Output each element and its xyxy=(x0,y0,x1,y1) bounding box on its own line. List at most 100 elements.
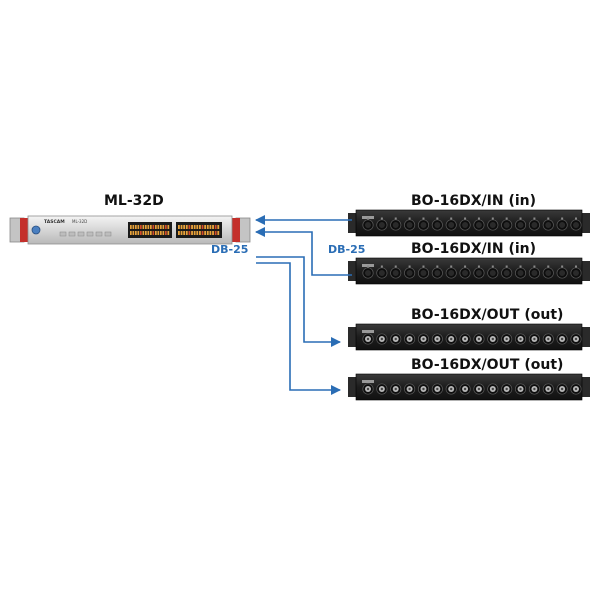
xlr-female-icon xyxy=(487,265,499,279)
arrow-main-to-breakout-4 xyxy=(256,262,341,395)
xlr-female-icon xyxy=(404,265,416,279)
meter-led xyxy=(206,225,209,229)
breakout-units xyxy=(348,209,590,401)
xlr-male-icon xyxy=(376,383,388,395)
xlr-female-icon xyxy=(390,265,402,279)
xlr-male-icon xyxy=(501,333,513,345)
rack-ear-left xyxy=(348,213,358,233)
xlr-male-icon xyxy=(556,333,568,345)
rack-ear-left xyxy=(348,261,358,281)
meter-led xyxy=(193,231,196,235)
xlr-male-icon xyxy=(542,333,554,345)
brand-plate xyxy=(362,380,374,383)
red-handle-right xyxy=(232,218,240,242)
xlr-female-icon xyxy=(459,265,471,279)
xlr-male-icon xyxy=(487,333,499,345)
xlr-female-icon xyxy=(362,265,374,279)
meter-led xyxy=(160,231,162,235)
meter-led xyxy=(142,231,145,235)
panel-button xyxy=(77,231,85,237)
xlr-female-icon xyxy=(528,217,540,231)
meter-led xyxy=(204,225,207,229)
xlr-female-icon xyxy=(417,217,430,231)
brand-logo: TASCAM xyxy=(44,219,65,225)
xlr-male-icon xyxy=(376,333,388,345)
red-handle-left xyxy=(20,218,28,242)
meter-led xyxy=(140,225,142,229)
rack-ear-left xyxy=(348,377,358,397)
meter-led xyxy=(204,231,207,235)
meter-led xyxy=(137,225,140,229)
breakout-unit-1 xyxy=(348,209,590,237)
meter-led xyxy=(178,225,180,229)
meter-led xyxy=(157,225,160,229)
xlr-male-icon xyxy=(528,333,540,345)
xlr-male-icon xyxy=(431,383,443,395)
xlr-male-icon xyxy=(501,383,513,395)
breakout-title-1: BO-16DX/IN (in) xyxy=(411,193,537,209)
xlr-male-icon xyxy=(390,333,402,345)
xlr-male-icon xyxy=(445,333,457,345)
meter-led xyxy=(167,225,170,229)
meter-led xyxy=(209,231,212,235)
panel-button xyxy=(68,231,76,237)
meter-led xyxy=(191,231,193,235)
xlr-male-icon xyxy=(570,333,582,345)
rack-ear-right xyxy=(580,377,590,397)
xlr-female-icon xyxy=(445,217,457,231)
xlr-female-icon xyxy=(376,217,388,231)
xlr-female-icon xyxy=(556,265,568,279)
meter-led xyxy=(214,225,217,229)
meter-led xyxy=(162,225,165,229)
xlr-female-icon xyxy=(431,265,443,279)
meter-led xyxy=(150,225,152,229)
power-button-icon xyxy=(31,225,41,235)
meter-led xyxy=(191,225,193,229)
xlr-female-icon xyxy=(570,217,582,231)
meter-led xyxy=(135,225,137,229)
rack-ear-right xyxy=(580,213,590,233)
meter-led xyxy=(183,231,186,235)
meter-window xyxy=(176,222,222,238)
meter-led xyxy=(217,231,220,235)
meter-led xyxy=(201,231,204,235)
meter-led xyxy=(196,231,199,235)
xlr-male-icon xyxy=(362,333,374,345)
connector-label-left: DB-25 xyxy=(211,243,249,256)
xlr-male-icon xyxy=(404,333,416,345)
breakout-unit-2 xyxy=(348,257,590,285)
meter-led xyxy=(155,231,157,235)
meter-led xyxy=(162,231,165,235)
meter-led xyxy=(132,225,135,229)
meter-led xyxy=(155,225,157,229)
xlr-male-icon xyxy=(362,383,374,395)
xlr-female-icon xyxy=(501,217,513,231)
xlr-female-icon xyxy=(445,265,457,279)
meter-led xyxy=(206,231,209,235)
xlr-male-icon xyxy=(514,333,527,345)
meter-led xyxy=(145,225,147,229)
meter-led xyxy=(188,225,191,229)
level-meter-bank xyxy=(59,222,222,238)
xlr-male-icon xyxy=(445,383,457,395)
breakout-unit-4 xyxy=(348,373,590,401)
rack-ear-left xyxy=(348,327,358,347)
breakout-title-3: BO-16DX/OUT (out) xyxy=(411,307,564,323)
xlr-male-icon xyxy=(487,383,499,395)
xlr-male-icon xyxy=(417,333,430,345)
model-badge: ML-32D xyxy=(72,219,87,224)
xlr-female-icon xyxy=(514,217,527,231)
xlr-female-icon xyxy=(514,265,527,279)
xlr-female-icon xyxy=(556,217,568,231)
meter-led xyxy=(193,225,196,229)
rack-ear-right xyxy=(580,261,590,281)
xlr-male-icon xyxy=(514,383,527,395)
meter-led xyxy=(135,231,137,235)
meter-led xyxy=(157,231,160,235)
xlr-male-icon xyxy=(431,333,443,345)
meter-led xyxy=(185,225,188,229)
xlr-female-icon xyxy=(501,265,513,279)
meter-led xyxy=(180,225,183,229)
xlr-female-icon xyxy=(390,217,402,231)
meter-led xyxy=(217,225,220,229)
